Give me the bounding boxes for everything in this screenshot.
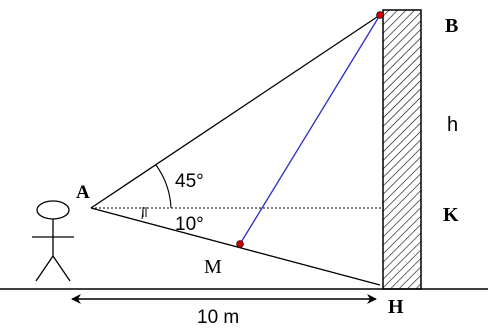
observer-head: [36, 200, 70, 220]
label-distance: 10 m: [197, 307, 239, 328]
line-ab: [90, 14, 381, 209]
label-angle-45: 45°: [175, 171, 204, 192]
label-angle-10: 10°: [175, 214, 204, 235]
observer-figure: [32, 200, 74, 282]
angle-arc-45: [155, 164, 172, 209]
label-k: K: [443, 204, 459, 226]
point-m-dot: [236, 240, 244, 248]
label-h-height: h: [447, 114, 458, 136]
line-ah: [90, 207, 381, 286]
label-a: A: [76, 182, 90, 203]
tower: [382, 9, 422, 290]
label-m: M: [204, 256, 222, 278]
label-b: B: [445, 15, 458, 37]
label-h: H: [388, 296, 404, 318]
point-b-dot: [376, 11, 384, 19]
segment-bm: [239, 14, 381, 245]
